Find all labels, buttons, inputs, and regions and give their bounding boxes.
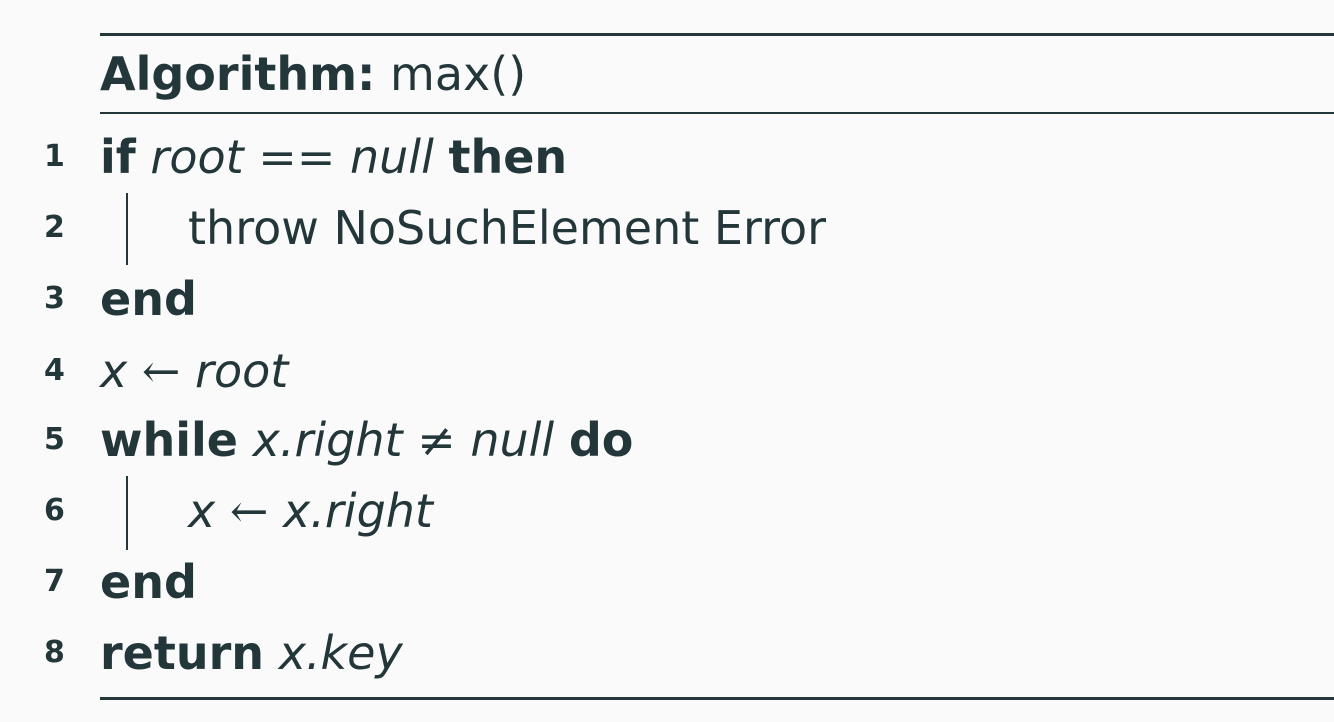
code-text: throw NoSuchElement Error — [188, 201, 827, 255]
variable: root — [195, 344, 289, 398]
algorithm-name: max() — [390, 47, 527, 101]
operator: ≠ — [417, 413, 456, 467]
assign-arrow: ← — [229, 484, 269, 538]
variable: x — [188, 484, 216, 538]
code-text: while x.right ≠ null do — [100, 405, 633, 475]
line-number: 5 — [44, 422, 65, 457]
top-rule — [100, 33, 1334, 36]
header-rule — [100, 112, 1334, 114]
line-number: 1 — [44, 139, 65, 174]
condition-operand: root — [150, 130, 244, 184]
block-indent-bar — [126, 476, 128, 550]
keyword-end: end — [100, 555, 197, 609]
line-number: 8 — [44, 635, 65, 670]
line-number: 4 — [44, 353, 65, 388]
return-value: x.key — [278, 626, 403, 680]
code-text: x ← root — [100, 336, 288, 406]
line-number: 3 — [44, 281, 65, 316]
line-number: 7 — [44, 564, 65, 599]
code-text: x ← x.right — [188, 476, 433, 546]
keyword-return: return — [100, 626, 265, 680]
line-number: 6 — [44, 493, 65, 528]
algorithm-label: Algorithm: — [100, 47, 376, 101]
code-text: if root == null then — [100, 122, 567, 192]
keyword-if: if — [100, 130, 136, 184]
keyword-while: while — [100, 413, 238, 467]
algorithm-header: Algorithm: max() — [100, 44, 526, 104]
keyword-do: do — [568, 413, 634, 467]
condition-operand: x.right — [252, 413, 403, 467]
variable: x.right — [283, 484, 433, 538]
condition-operand: null — [470, 413, 555, 467]
line-number: 2 — [44, 210, 65, 245]
condition-operand: null — [350, 130, 434, 184]
operator: == — [258, 130, 336, 184]
variable: x — [100, 344, 128, 398]
keyword-then: then — [448, 130, 568, 184]
keyword-end: end — [100, 272, 197, 326]
code-text: return x.key — [100, 618, 403, 688]
block-indent-bar — [126, 193, 128, 265]
bottom-rule — [100, 697, 1334, 700]
assign-arrow: ← — [141, 344, 181, 398]
